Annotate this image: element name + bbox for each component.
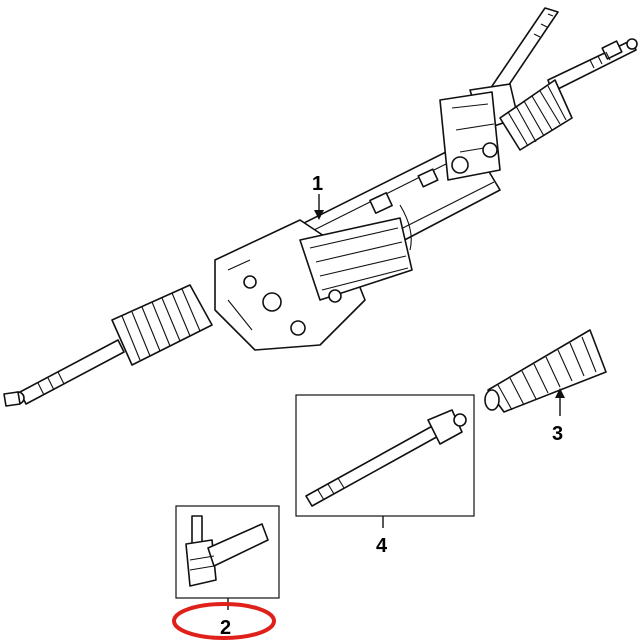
callout-3-label: 3 xyxy=(552,423,563,445)
boot-part xyxy=(484,329,607,413)
callout-4-label: 4 xyxy=(376,535,388,557)
callout-2-highlight-ring xyxy=(172,602,276,640)
tie-rod-end xyxy=(185,515,269,587)
inner-tie-rod-box xyxy=(295,394,475,517)
left-boot xyxy=(111,284,213,366)
steering-rack-assembly xyxy=(3,7,638,407)
left-tie-rod xyxy=(3,339,125,407)
right-tie-rod xyxy=(547,38,638,93)
inner-tie-rod xyxy=(305,409,467,507)
callout-3-arrowhead xyxy=(555,388,565,398)
right-boot xyxy=(499,79,573,151)
callout-1-arrowhead xyxy=(314,210,324,220)
callout-2-label: 2 xyxy=(220,617,231,639)
motor-unit xyxy=(214,217,413,351)
callout-1-label: 1 xyxy=(312,173,323,195)
